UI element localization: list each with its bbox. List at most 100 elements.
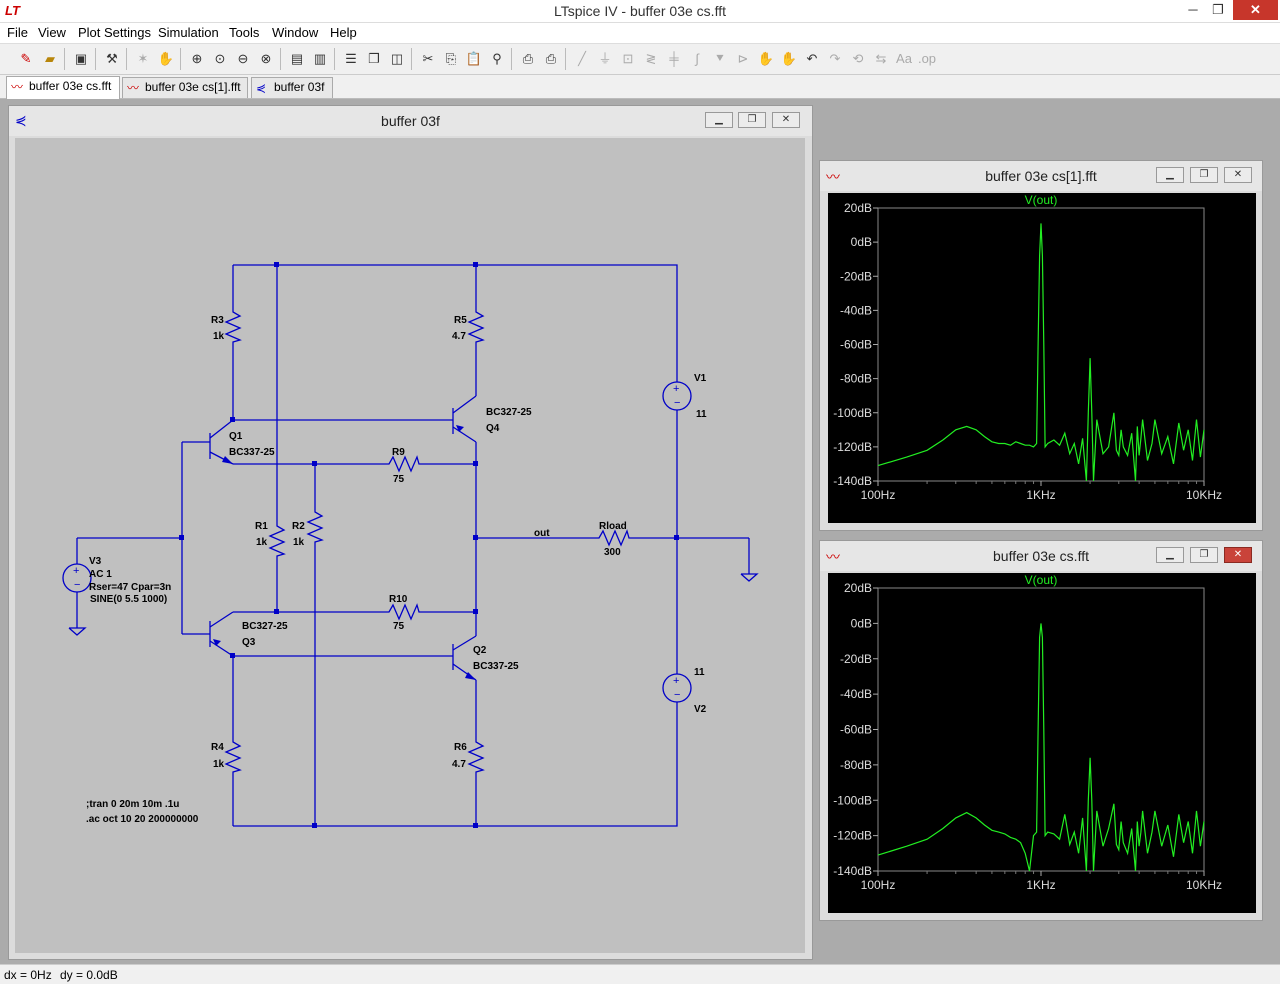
V1-name: V1 (694, 373, 707, 384)
y-tick-label: -20dB (840, 652, 872, 666)
save-icon[interactable]: ▣ (74, 51, 88, 66)
x-tick-label: 100Hz (861, 488, 896, 502)
toolbar-separator (565, 48, 566, 70)
trace-label[interactable]: V(out) (1025, 573, 1058, 587)
plot-background (828, 573, 1256, 913)
ltspice-logo-icon: LT (5, 3, 20, 18)
diode-icon[interactable]: ⯆ (714, 51, 726, 66)
trace-label[interactable]: V(out) (1025, 193, 1058, 207)
tab-buffer-03f[interactable]: ⋞ buffer 03f (251, 77, 333, 98)
voltage-source-V2-symbol (662, 673, 692, 703)
undo-icon[interactable]: ↶ (806, 51, 818, 66)
plot-window-cs1-titlebar[interactable]: 〰 buffer 03e cs[1].fft ▁ ❐ ✕ (820, 161, 1262, 191)
child-minimize-button[interactable]: ▁ (1156, 167, 1184, 183)
drag-icon[interactable]: ✋ (780, 51, 798, 66)
print-icon[interactable]: ⎙ (545, 51, 557, 66)
paste-icon[interactable]: 📋 (465, 51, 483, 66)
tab-buffer-03e-cs1-fft[interactable]: 〰 buffer 03e cs[1].fft (122, 77, 248, 98)
resistor-icon[interactable]: ≷ (645, 51, 657, 66)
voltage-source-V1-symbol (662, 381, 692, 411)
schematic-background (15, 138, 805, 953)
R1-name: R1 (255, 521, 268, 532)
plot-window-cs-titlebar[interactable]: 〰 buffer 03e cs.fft ▁ ❐ ✕ (820, 541, 1262, 571)
rotate-icon[interactable]: ⟲ (852, 51, 864, 66)
spice-directive-icon[interactable]: .op (917, 51, 937, 66)
menu-simulation[interactable]: Simulation (158, 25, 219, 40)
child-restore-button[interactable]: ❐ (1190, 167, 1218, 183)
cut-icon[interactable]: ✂ (422, 51, 434, 66)
tab-label: buffer 03e cs.fft (29, 79, 112, 93)
text-icon[interactable]: Aa (896, 51, 912, 66)
cascade-icon[interactable]: ❐ (368, 51, 380, 66)
halt-icon[interactable]: ✋ (157, 51, 175, 66)
menu-window[interactable]: Window (272, 25, 319, 40)
zoom-fit-icon[interactable]: ⊗ (260, 51, 272, 66)
R10-value: 75 (393, 621, 405, 632)
y-tick-label: -20dB (840, 269, 872, 283)
zoom-in-icon[interactable]: ⊕ (191, 51, 203, 66)
child-minimize-button[interactable]: ▁ (705, 112, 733, 128)
menu-tools[interactable]: Tools (229, 25, 260, 40)
schematic-canvas[interactable]: +− +− +− (15, 138, 805, 953)
plot-window-title: buffer 03e cs[1].fft (985, 168, 1097, 184)
ground-icon[interactable]: ⏚ (598, 51, 612, 66)
menu-plot-settings[interactable]: Plot Settings (78, 25, 151, 40)
plot-settings-icon[interactable]: ▥ (313, 51, 327, 66)
tile-vertical-icon[interactable]: ◫ (390, 51, 404, 66)
plot-window-title: buffer 03e cs.fft (993, 548, 1089, 564)
y-tick-label: -100dB (833, 793, 872, 807)
y-tick-label: -140dB (833, 474, 872, 488)
child-restore-button[interactable]: ❐ (1190, 547, 1218, 563)
y-tick-label: -140dB (833, 864, 872, 878)
waveform-plot[interactable]: V(out)20dB0dB-20dB-40dB-60dB-80dB-100dB-… (828, 193, 1256, 523)
menu-view[interactable]: View (38, 25, 66, 40)
child-close-button[interactable]: ✕ (772, 112, 800, 128)
minimize-button[interactable]: ─ (1188, 2, 1198, 17)
child-close-button[interactable]: ✕ (1224, 167, 1252, 183)
run-icon[interactable]: ✶ (137, 51, 149, 66)
new-schematic-icon[interactable]: ✎ (20, 51, 32, 66)
schematic-window-titlebar[interactable]: ⋞ buffer 03f ▁ ❐ ✕ (9, 106, 812, 136)
V3-sine: SINE(0 5.5 1000) (90, 594, 167, 605)
transistor-arrows (213, 425, 476, 680)
ground-icon (68, 627, 87, 636)
tile-horizontal-icon[interactable]: ☰ (345, 51, 357, 66)
child-close-button[interactable]: ✕ (1224, 547, 1252, 563)
waveform-plot[interactable]: V(out)20dB0dB-20dB-40dB-60dB-80dB-100dB-… (828, 573, 1256, 913)
resistor-R6-symbol (467, 736, 485, 776)
schematic-icon: ⋞ (15, 112, 27, 128)
resistor-R4-symbol (224, 736, 242, 776)
title-bar: LT LTspice IV - buffer 03e cs.fft ─ ❐ ✕ (0, 0, 1280, 23)
zoom-out-icon[interactable]: ⊖ (237, 51, 249, 66)
find-icon[interactable]: ⚲ (492, 51, 502, 66)
inductor-icon[interactable]: ∫ (695, 51, 699, 66)
maximize-button[interactable]: ❐ (1212, 2, 1224, 17)
tab-buffer-03e-cs-fft[interactable]: 〰 buffer 03e cs.fft (6, 76, 120, 99)
capacitor-icon[interactable]: ╪ (669, 51, 679, 66)
Q3-model: BC327-25 (242, 621, 288, 632)
redo-icon[interactable]: ↷ (829, 51, 841, 66)
wire-icon[interactable]: ╱ (578, 51, 586, 66)
print-preview-icon[interactable]: ⎙ (522, 51, 534, 66)
child-minimize-button[interactable]: ▁ (1156, 547, 1184, 563)
Q1-name: Q1 (229, 431, 243, 442)
menu-help[interactable]: Help (330, 25, 357, 40)
pan-icon[interactable]: ⊙ (214, 51, 226, 66)
component-icon[interactable]: ⊳ (737, 51, 749, 66)
menu-file[interactable]: File (7, 25, 28, 40)
move-icon[interactable]: ✋ (757, 51, 775, 66)
toolbar-separator (280, 48, 281, 70)
child-restore-button[interactable]: ❐ (738, 112, 766, 128)
open-folder-icon[interactable]: ▰ (45, 51, 55, 66)
resistor-R10-symbol (383, 603, 423, 621)
x-tick-label: 10KHz (1186, 488, 1222, 502)
close-button[interactable]: ✕ (1233, 0, 1278, 20)
svg-text:−: − (674, 397, 680, 409)
mirror-icon[interactable]: ⇆ (875, 51, 887, 66)
y-tick-label: -40dB (840, 303, 872, 317)
autorange-icon[interactable]: ▤ (290, 51, 304, 66)
label-net-icon[interactable]: ⊡ (622, 51, 634, 66)
control-panel-icon[interactable]: ⚒ (106, 51, 118, 66)
copy-icon[interactable]: ⎘ (445, 51, 457, 66)
